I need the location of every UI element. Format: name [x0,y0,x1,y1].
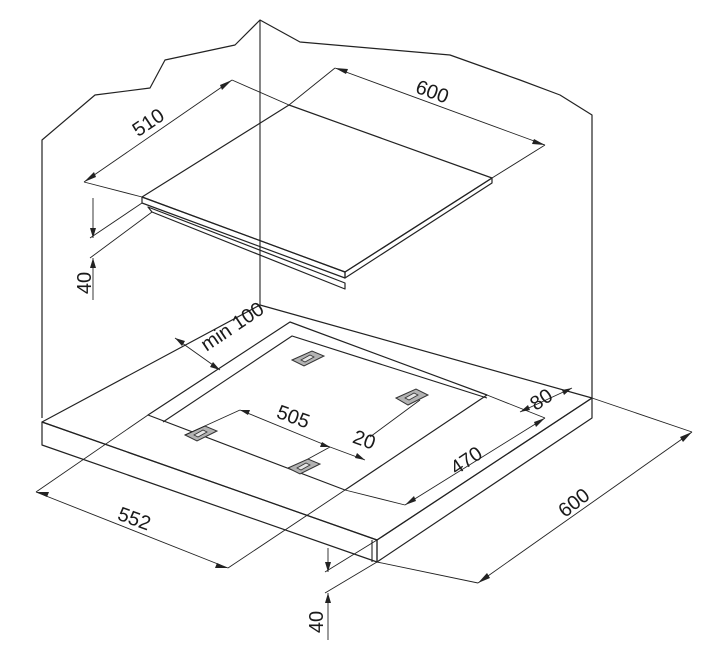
dim-worktop-depth: 600 [376,397,693,584]
dim-hob-width: 600 [288,67,546,179]
dim-clip-offset: 20 [329,399,421,461]
fixing-clip-back [290,350,326,367]
hob-lower-body [147,206,346,290]
label-hob-height: 40 [74,272,96,294]
label-clip-spacing: 505 [274,401,313,433]
label-hob-depth: 510 [129,105,169,142]
dim-cutout-depth: 470 [344,394,546,506]
fixing-clip-front [286,458,322,475]
label-worktop-thickness: 40 [306,611,328,633]
dim-hob-depth: 510 [83,79,290,198]
hob-top-glass [141,104,493,273]
fixing-clip-right [394,388,430,406]
label-hob-width: 600 [413,76,452,108]
fixing-clip-left [183,425,219,442]
label-min-clearance: min 100 [197,298,268,356]
label-worktop-depth: 600 [554,484,594,522]
worktop-side-face [376,397,593,563]
hob-front-edge [141,196,346,279]
dim-worktop-thickness: 40 [306,539,378,640]
label-clip-offset: 20 [350,426,378,454]
dim-hob-height: 40 [74,198,153,300]
label-cutout-depth: 470 [447,443,487,480]
label-back-clearance: 80 [526,385,557,416]
hob-side-edge [344,177,493,279]
dim-min-clearance: min 100 [174,298,268,371]
label-cutout-width: 552 [115,503,154,535]
cutout-inner-edge [162,335,488,423]
worktop-front-face [41,421,378,563]
